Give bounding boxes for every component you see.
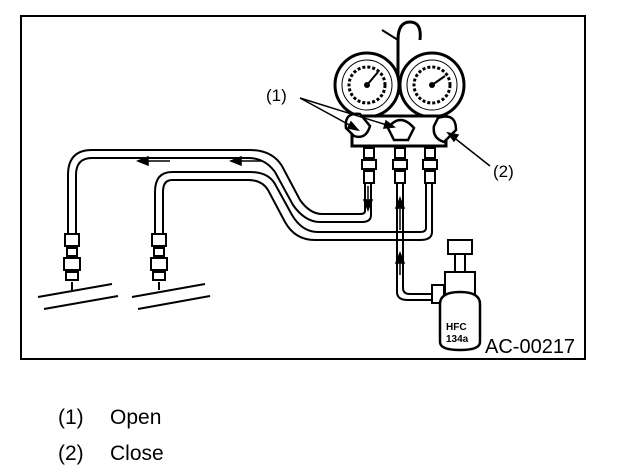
figure-code: AC-00217 — [485, 336, 575, 358]
legend-row-2: (2) Close — [58, 436, 164, 472]
can-label-line1: HFC — [446, 322, 467, 333]
manifold-hook — [396, 20, 422, 95]
low-side-valve-knob-icon — [344, 112, 372, 139]
refrigerant-can-icon — [431, 239, 482, 352]
callout-1-leaders — [299, 97, 396, 132]
hook-tip — [381, 29, 399, 41]
callout-1-label: (1) — [266, 86, 287, 105]
legend-2-number: (2) — [58, 442, 84, 465]
service-port-fittings — [63, 233, 168, 281]
callout-2-leader — [446, 131, 491, 167]
callout-2-label: (2) — [493, 162, 514, 181]
manifold-fittings — [361, 147, 438, 184]
high-side-valve-knob-icon — [432, 115, 458, 144]
flow-arrow-icon — [135, 155, 406, 275]
diagram-frame — [20, 15, 586, 360]
legend-1-text: Open — [110, 406, 162, 429]
legend-1-number: (1) — [58, 406, 84, 429]
can-label-line2: 134a — [446, 334, 469, 345]
callout-legend: (1) Open (2) Close — [58, 400, 164, 472]
manifold-gauge-diagram: HFC 134a (1) (2) AC-00217 — [37, 20, 575, 358]
high-pressure-gauge-icon — [398, 51, 466, 119]
low-pressure-gauge-icon — [333, 51, 401, 119]
center-valve-knob-icon — [386, 118, 416, 142]
hoses — [67, 149, 433, 301]
legend-row-1: (1) Open — [58, 400, 164, 436]
legend-2-text: Close — [110, 442, 164, 465]
vehicle-pipes — [37, 282, 211, 310]
